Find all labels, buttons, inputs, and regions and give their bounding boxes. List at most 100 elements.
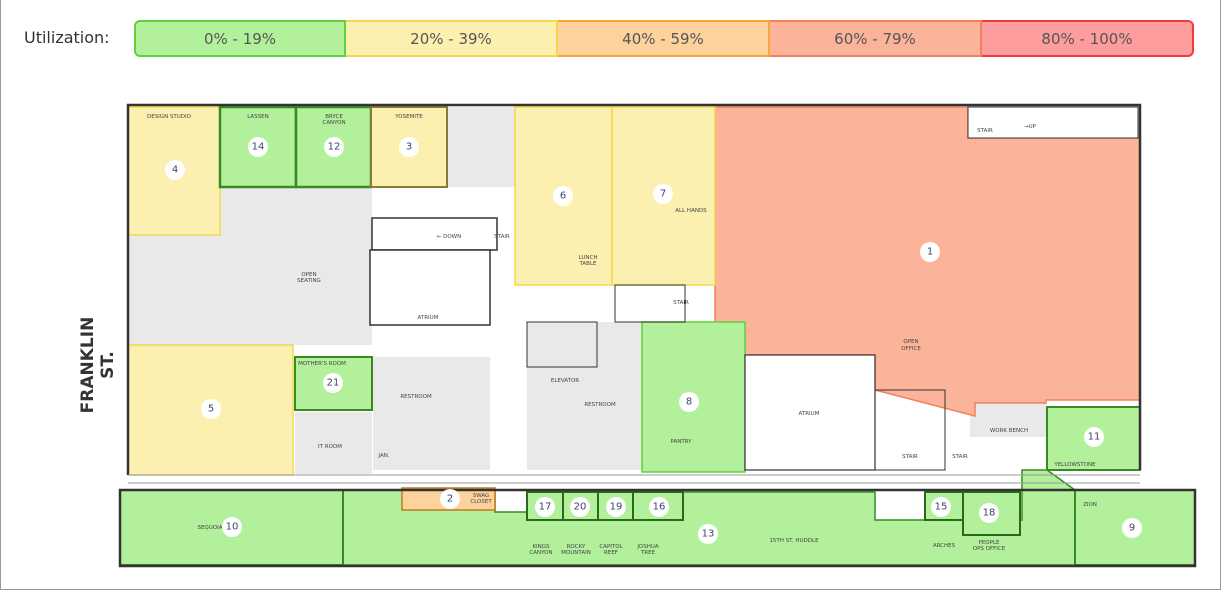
- room-label: YELLOWSTONE: [1053, 462, 1096, 468]
- marker-badge[interactable]: [979, 503, 999, 523]
- marker-2[interactable]: 2: [440, 489, 460, 509]
- zone-number: 10: [226, 522, 239, 533]
- zone-number: 8: [686, 397, 692, 408]
- marker-15[interactable]: 15: [931, 497, 951, 517]
- room-label: LUNCH: [579, 255, 598, 261]
- marker-7[interactable]: 7: [653, 184, 673, 204]
- room-label: STAIR: [977, 128, 993, 134]
- room-label: DESIGN STUDIO: [147, 114, 192, 120]
- marker-badge[interactable]: [653, 184, 673, 204]
- room-label: LASSEN: [247, 114, 269, 120]
- zone-number: 12: [328, 142, 341, 153]
- room-label: JAN.: [377, 453, 389, 459]
- marker-badge[interactable]: [324, 137, 344, 157]
- zone-number: 18: [983, 508, 996, 519]
- marker-20[interactable]: 20: [570, 497, 590, 517]
- marker-14[interactable]: 14: [248, 137, 268, 157]
- marker-badge[interactable]: [698, 524, 718, 544]
- room-label: STAIR: [673, 300, 689, 306]
- room-label: BRYCE: [325, 114, 343, 120]
- zone-11-yellowstone[interactable]: [1046, 406, 1141, 471]
- legend-label: Utilization:: [24, 28, 110, 47]
- marker-16[interactable]: 16: [649, 497, 669, 517]
- zone-number: 1: [927, 247, 933, 258]
- room-label: TREE: [640, 550, 656, 556]
- room-label: ZION: [1083, 502, 1097, 508]
- room-label: STAIR: [494, 234, 510, 240]
- marker-21[interactable]: 21: [323, 373, 343, 393]
- marker-badge[interactable]: [440, 489, 460, 509]
- marker-badge[interactable]: [248, 137, 268, 157]
- marker-3[interactable]: 3: [399, 137, 419, 157]
- marker-4[interactable]: 4: [165, 160, 185, 180]
- marker-badge[interactable]: [222, 517, 242, 537]
- marker-badge[interactable]: [1084, 427, 1104, 447]
- room-label: OPS OFFICE: [973, 546, 1006, 552]
- zone-number: 16: [653, 502, 666, 513]
- marker-badge[interactable]: [323, 373, 343, 393]
- marker-5[interactable]: 5: [201, 399, 221, 419]
- room-label: TABLE: [578, 261, 597, 267]
- marker-17[interactable]: 17: [535, 497, 555, 517]
- marker-badge[interactable]: [679, 392, 699, 412]
- room-label: →UP: [1024, 124, 1037, 130]
- legend-band-40-59[interactable]: 40% - 59%: [558, 20, 770, 57]
- room-label: SWAG: [473, 493, 490, 499]
- marker-18[interactable]: 18: [979, 503, 999, 523]
- room-label: OPEN: [301, 272, 316, 278]
- room-label: CLOSET: [470, 499, 492, 505]
- marker-1[interactable]: 1: [920, 242, 940, 262]
- marker-13[interactable]: 13: [698, 524, 718, 544]
- zone-number: 5: [208, 404, 214, 415]
- zone-number: 21: [327, 378, 340, 389]
- walls: [118, 103, 1197, 568]
- zone-number: 9: [1129, 523, 1135, 534]
- room-label: WORK BENCH: [990, 428, 1028, 434]
- marker-8[interactable]: 8: [679, 392, 699, 412]
- room-label: YOSEMITE: [394, 114, 423, 120]
- common-areas: [128, 107, 1046, 474]
- zone-number: 20: [574, 502, 587, 513]
- marker-badge[interactable]: [649, 497, 669, 517]
- marker-badge[interactable]: [201, 399, 221, 419]
- marker-badge[interactable]: [931, 497, 951, 517]
- room-label: ROCKY: [567, 544, 586, 550]
- legend-band-80-100[interactable]: 80% - 100%: [982, 20, 1194, 57]
- zone-markers: 1 2 3 4 5 6 7 8 9 10 11 12 13 14 15 16 1…: [165, 137, 1142, 544]
- marker-badge[interactable]: [920, 242, 940, 262]
- marker-11[interactable]: 11: [1084, 427, 1104, 447]
- room-label: 15TH ST. HUDDLE: [769, 538, 819, 544]
- room-label: SEATING: [297, 278, 321, 284]
- zone-number: 2: [447, 494, 453, 505]
- marker-badge[interactable]: [1122, 518, 1142, 538]
- room-label: JOSHUA: [636, 544, 659, 550]
- room-label: ATRIUM: [799, 411, 820, 417]
- zone-number: 6: [560, 191, 566, 202]
- room-label: IT ROOM: [318, 444, 342, 450]
- marker-badge[interactable]: [165, 160, 185, 180]
- room-label: STAIR: [952, 454, 968, 460]
- room-label: CAPITOL: [599, 544, 623, 550]
- marker-12[interactable]: 12: [324, 137, 344, 157]
- marker-9[interactable]: 9: [1122, 518, 1142, 538]
- zone-number: 17: [539, 502, 552, 513]
- legend-band-0-19[interactable]: 0% - 19%: [134, 20, 346, 57]
- room-label: ELEVATOR: [551, 378, 579, 384]
- room-labels: DESIGN STUDIO LASSEN BRYCE CANYON YOSEMI…: [147, 114, 1097, 556]
- marker-badge[interactable]: [535, 497, 555, 517]
- marker-badge[interactable]: [606, 497, 626, 517]
- room-label: CANYON: [322, 120, 345, 126]
- marker-10[interactable]: 10: [222, 517, 242, 537]
- legend-band-20-39[interactable]: 20% - 39%: [346, 20, 558, 57]
- marker-badge[interactable]: [553, 186, 573, 206]
- zone-number: 3: [406, 142, 412, 153]
- marker-19[interactable]: 19: [606, 497, 626, 517]
- legend-band-60-79[interactable]: 60% - 79%: [770, 20, 982, 57]
- room-label: PANTRY: [670, 439, 692, 445]
- room-label: ALL HANDS: [675, 208, 707, 214]
- marker-6[interactable]: 6: [553, 186, 573, 206]
- zone-14-lassen[interactable]: [218, 105, 298, 189]
- marker-badge[interactable]: [399, 137, 419, 157]
- room-label: RESTROOM: [400, 394, 432, 400]
- marker-badge[interactable]: [570, 497, 590, 517]
